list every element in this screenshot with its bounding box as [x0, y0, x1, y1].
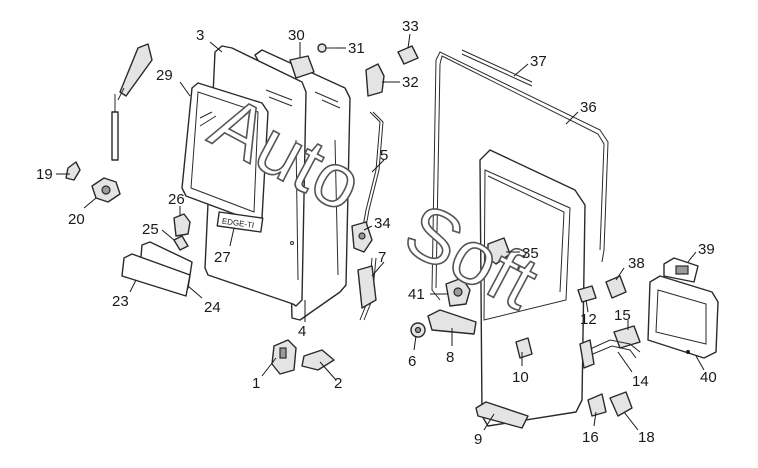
door-hinge	[271, 339, 297, 375]
callout-33: 33	[402, 18, 419, 35]
callout-6: 6	[408, 353, 416, 370]
outer-handle	[427, 309, 477, 335]
switch-part	[173, 213, 191, 237]
small-lamp	[577, 285, 597, 303]
check-strap	[579, 339, 641, 369]
callout-16: 16	[582, 429, 599, 446]
door-switch	[515, 337, 533, 359]
callout-4: 4	[298, 323, 306, 340]
striker-part	[397, 45, 419, 65]
callout-35: 35	[522, 245, 539, 262]
model-badge: EDGE-TI	[216, 211, 264, 233]
callout-25: 25	[142, 221, 159, 238]
hinge-lower-right	[609, 391, 633, 417]
callout-19: 19	[36, 166, 53, 183]
access-panel	[647, 275, 719, 359]
callout-18: 18	[638, 429, 655, 446]
handle-mechanism	[487, 237, 511, 265]
strap-part	[613, 325, 641, 349]
callout-14: 14	[632, 373, 649, 390]
rear-window-glass	[181, 82, 269, 223]
lamp-part	[173, 235, 189, 251]
callout-36: 36	[580, 99, 597, 116]
gas-strut	[111, 43, 153, 161]
lock-actuator	[351, 221, 373, 253]
callout-38: 38	[628, 255, 645, 272]
callout-5: 5	[380, 147, 388, 164]
callout-7: 7	[378, 249, 386, 266]
callout-40: 40	[700, 369, 717, 386]
vertical-lock	[357, 257, 377, 321]
callout-41: 41	[408, 286, 425, 303]
callout-39: 39	[698, 241, 715, 258]
callout-30: 30	[288, 27, 305, 44]
latch-part	[365, 63, 385, 97]
callout-26: 26	[168, 191, 185, 208]
lock-cylinder	[410, 322, 426, 338]
callout-9: 9	[474, 431, 482, 448]
hinge-bracket	[301, 349, 335, 371]
callout-20: 20	[68, 211, 85, 228]
callouts: 1 2 3 4 5 6 7 8 9 10 12 14 15	[36, 18, 717, 448]
callout-37: 37	[530, 53, 547, 70]
door-seal	[431, 51, 609, 301]
callout-32: 32	[402, 74, 419, 91]
step-plate	[475, 401, 529, 429]
inspection-cover	[663, 257, 699, 283]
hinge-lower-left	[587, 393, 607, 417]
right-door-panel	[479, 149, 586, 427]
bolt-part	[317, 43, 334, 53]
callout-8: 8	[446, 349, 454, 366]
callout-23: 23	[112, 293, 129, 310]
badge-text: EDGE-TI	[221, 217, 254, 230]
control-rod	[361, 111, 384, 233]
clip-part	[65, 161, 81, 181]
callout-1: 1	[252, 375, 260, 392]
callout-31: 31	[348, 40, 365, 57]
callout-3: 3	[196, 27, 204, 44]
callout-10: 10	[512, 369, 529, 386]
door-lock	[445, 277, 471, 307]
callout-12: 12	[580, 311, 597, 328]
interior-lamp	[289, 55, 315, 79]
bracket-part	[605, 275, 627, 299]
callout-34: 34	[374, 215, 391, 232]
callout-2: 2	[334, 375, 342, 392]
callout-27: 27	[214, 249, 231, 266]
callout-15: 15	[614, 307, 631, 324]
licence-plate	[121, 253, 191, 297]
callout-29: 29	[156, 67, 173, 84]
seal-strip	[461, 49, 533, 87]
callout-24: 24	[204, 299, 221, 316]
